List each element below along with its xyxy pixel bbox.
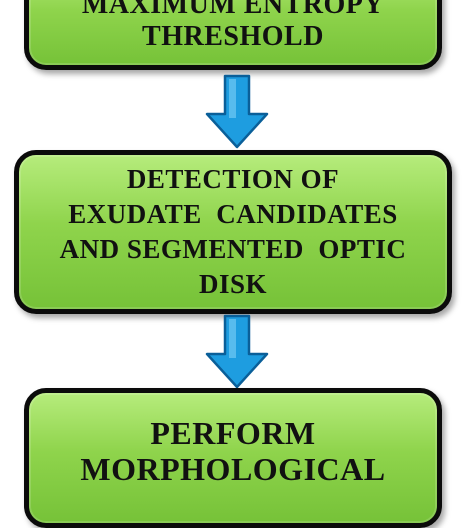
box2-line4: DISK: [198, 269, 268, 299]
down-arrow-icon: [205, 314, 269, 389]
flow-step-morphological: PERFORM MORPHOLOGICAL: [24, 388, 442, 528]
flow-step-detection: DETECTION OF EXUDATE CANDIDATES AND SEGM…: [14, 150, 452, 314]
box3-line2: MORPHOLOGICAL: [80, 451, 386, 487]
box1-line2: THRESHOLD: [142, 21, 324, 52]
box2-line1: DETECTION OF: [126, 164, 340, 194]
box2-line3: AND SEGMENTED OPTIC: [59, 234, 407, 264]
box3-line1: PERFORM: [150, 415, 316, 451]
box2-line2: EXUDATE CANDIDATES: [68, 199, 398, 229]
box1-line1: MAXIMUM ENTROPY: [81, 0, 385, 20]
down-arrow-icon: [205, 74, 269, 149]
flow-step-threshold: MAXIMUM ENTROPY THRESHOLD: [24, 0, 442, 70]
